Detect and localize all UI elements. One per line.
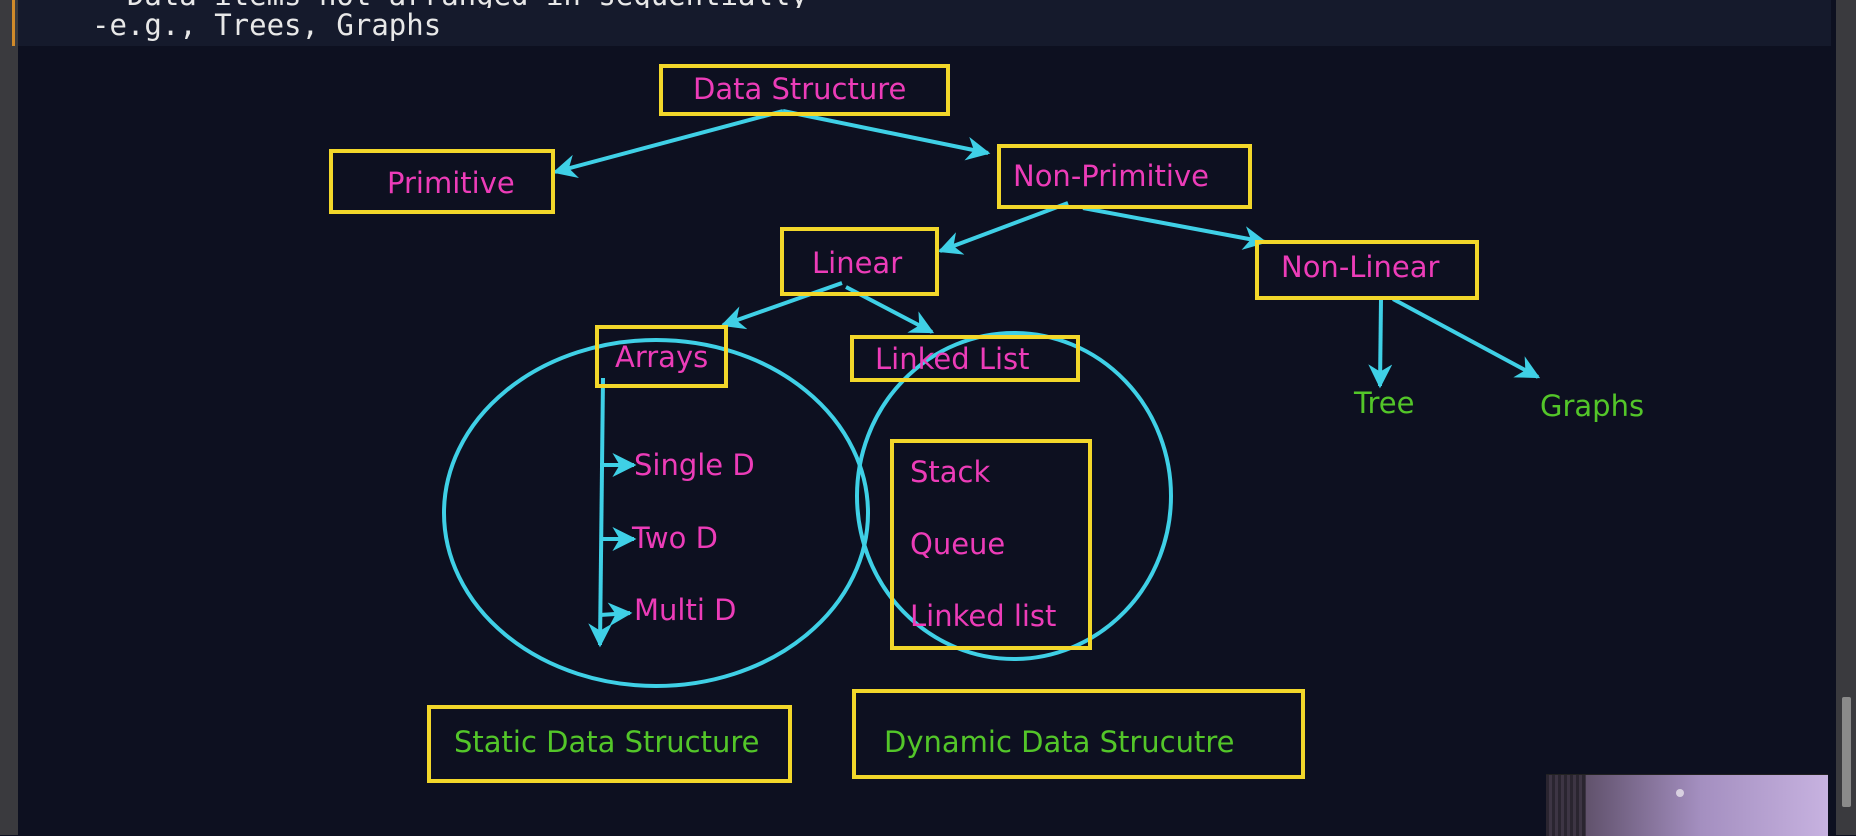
box-static-ds	[427, 705, 792, 783]
scrollbar-thumb[interactable]	[1842, 697, 1851, 807]
line-marker	[12, 0, 15, 46]
label-data-structure: Data Structure	[693, 72, 907, 106]
label-linked-list-lower: Linked list	[910, 599, 1057, 633]
arrow-nonprim-to-linear	[937, 201, 1069, 255]
code-line[interactable]: -e.g., Trees, Graphs	[92, 8, 442, 42]
label-dynamic-ds: Dynamic Data Strucutre	[884, 725, 1235, 759]
box-data-structure	[659, 64, 950, 116]
box-linked-list	[850, 335, 1080, 382]
label-two-d: Two D	[632, 521, 718, 555]
label-linear: Linear	[812, 246, 903, 280]
dynamic-group-ellipse	[855, 331, 1173, 661]
label-multi-d: Multi D	[634, 593, 737, 627]
static-group-ellipse	[442, 338, 870, 688]
label-arrays: Arrays	[615, 340, 709, 374]
box-dynamic-ds	[852, 689, 1305, 779]
label-queue: Queue	[910, 527, 1006, 561]
label-linked-list: Linked List	[875, 342, 1030, 376]
webcam-overlay	[1546, 774, 1828, 836]
box-linear	[780, 227, 939, 296]
arrow-linear-to-arrays	[720, 281, 843, 330]
label-single-d: Single D	[634, 448, 755, 482]
webcam-light	[1676, 789, 1684, 797]
arrow-nonlinear-to-graphs	[1392, 297, 1541, 379]
box-non-primitive	[997, 144, 1252, 209]
arrow-nonlinear-to-tree	[1368, 298, 1393, 389]
label-non-primitive: Non-Primitive	[1013, 159, 1209, 193]
webcam-background	[1546, 775, 1586, 836]
editor-gutter	[0, 0, 18, 835]
arrow-ds-to-nonprimitive	[782, 109, 991, 161]
box-primitive	[329, 149, 555, 214]
vertical-scrollbar[interactable]	[1836, 0, 1856, 835]
label-tree: Tree	[1354, 386, 1415, 420]
box-arrays	[595, 325, 728, 388]
label-primitive: Primitive	[387, 166, 515, 200]
label-stack: Stack	[910, 455, 991, 489]
label-static-ds: Static Data Structure	[454, 725, 760, 759]
label-graphs: Graphs	[1540, 389, 1645, 423]
arrow-nonprim-to-nonlinear	[1082, 206, 1268, 250]
box-linear-types	[890, 439, 1092, 650]
current-line-highlight	[18, 0, 1831, 46]
label-non-linear: Non-Linear	[1281, 250, 1440, 284]
arrow-ds-to-primitive	[552, 109, 784, 179]
box-non-linear	[1255, 240, 1479, 300]
partial-code-line: - Data items not arranged in sequentiall…	[92, 0, 808, 8]
arrow-to-multi-d	[599, 602, 633, 627]
arrays-stem	[588, 377, 613, 648]
